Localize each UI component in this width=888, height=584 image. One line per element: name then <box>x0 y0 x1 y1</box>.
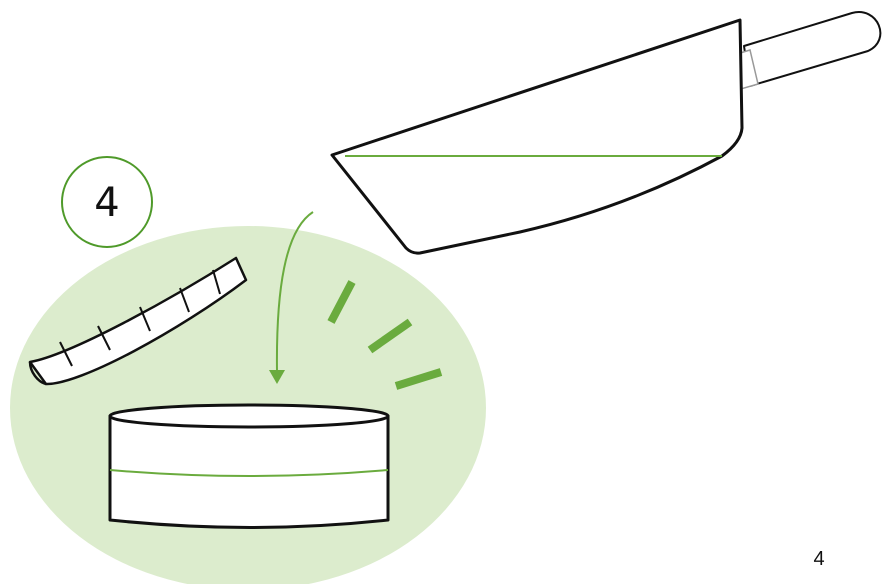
step-number: 4 <box>94 180 119 226</box>
step-badge: 4 <box>62 157 152 247</box>
container-top <box>110 405 388 427</box>
scoop-icon <box>332 12 880 253</box>
scoop-handle <box>744 12 880 86</box>
scoop-body <box>332 20 742 253</box>
container-body <box>110 416 388 528</box>
page-number: 4 <box>813 548 824 570</box>
container-icon <box>110 405 388 528</box>
